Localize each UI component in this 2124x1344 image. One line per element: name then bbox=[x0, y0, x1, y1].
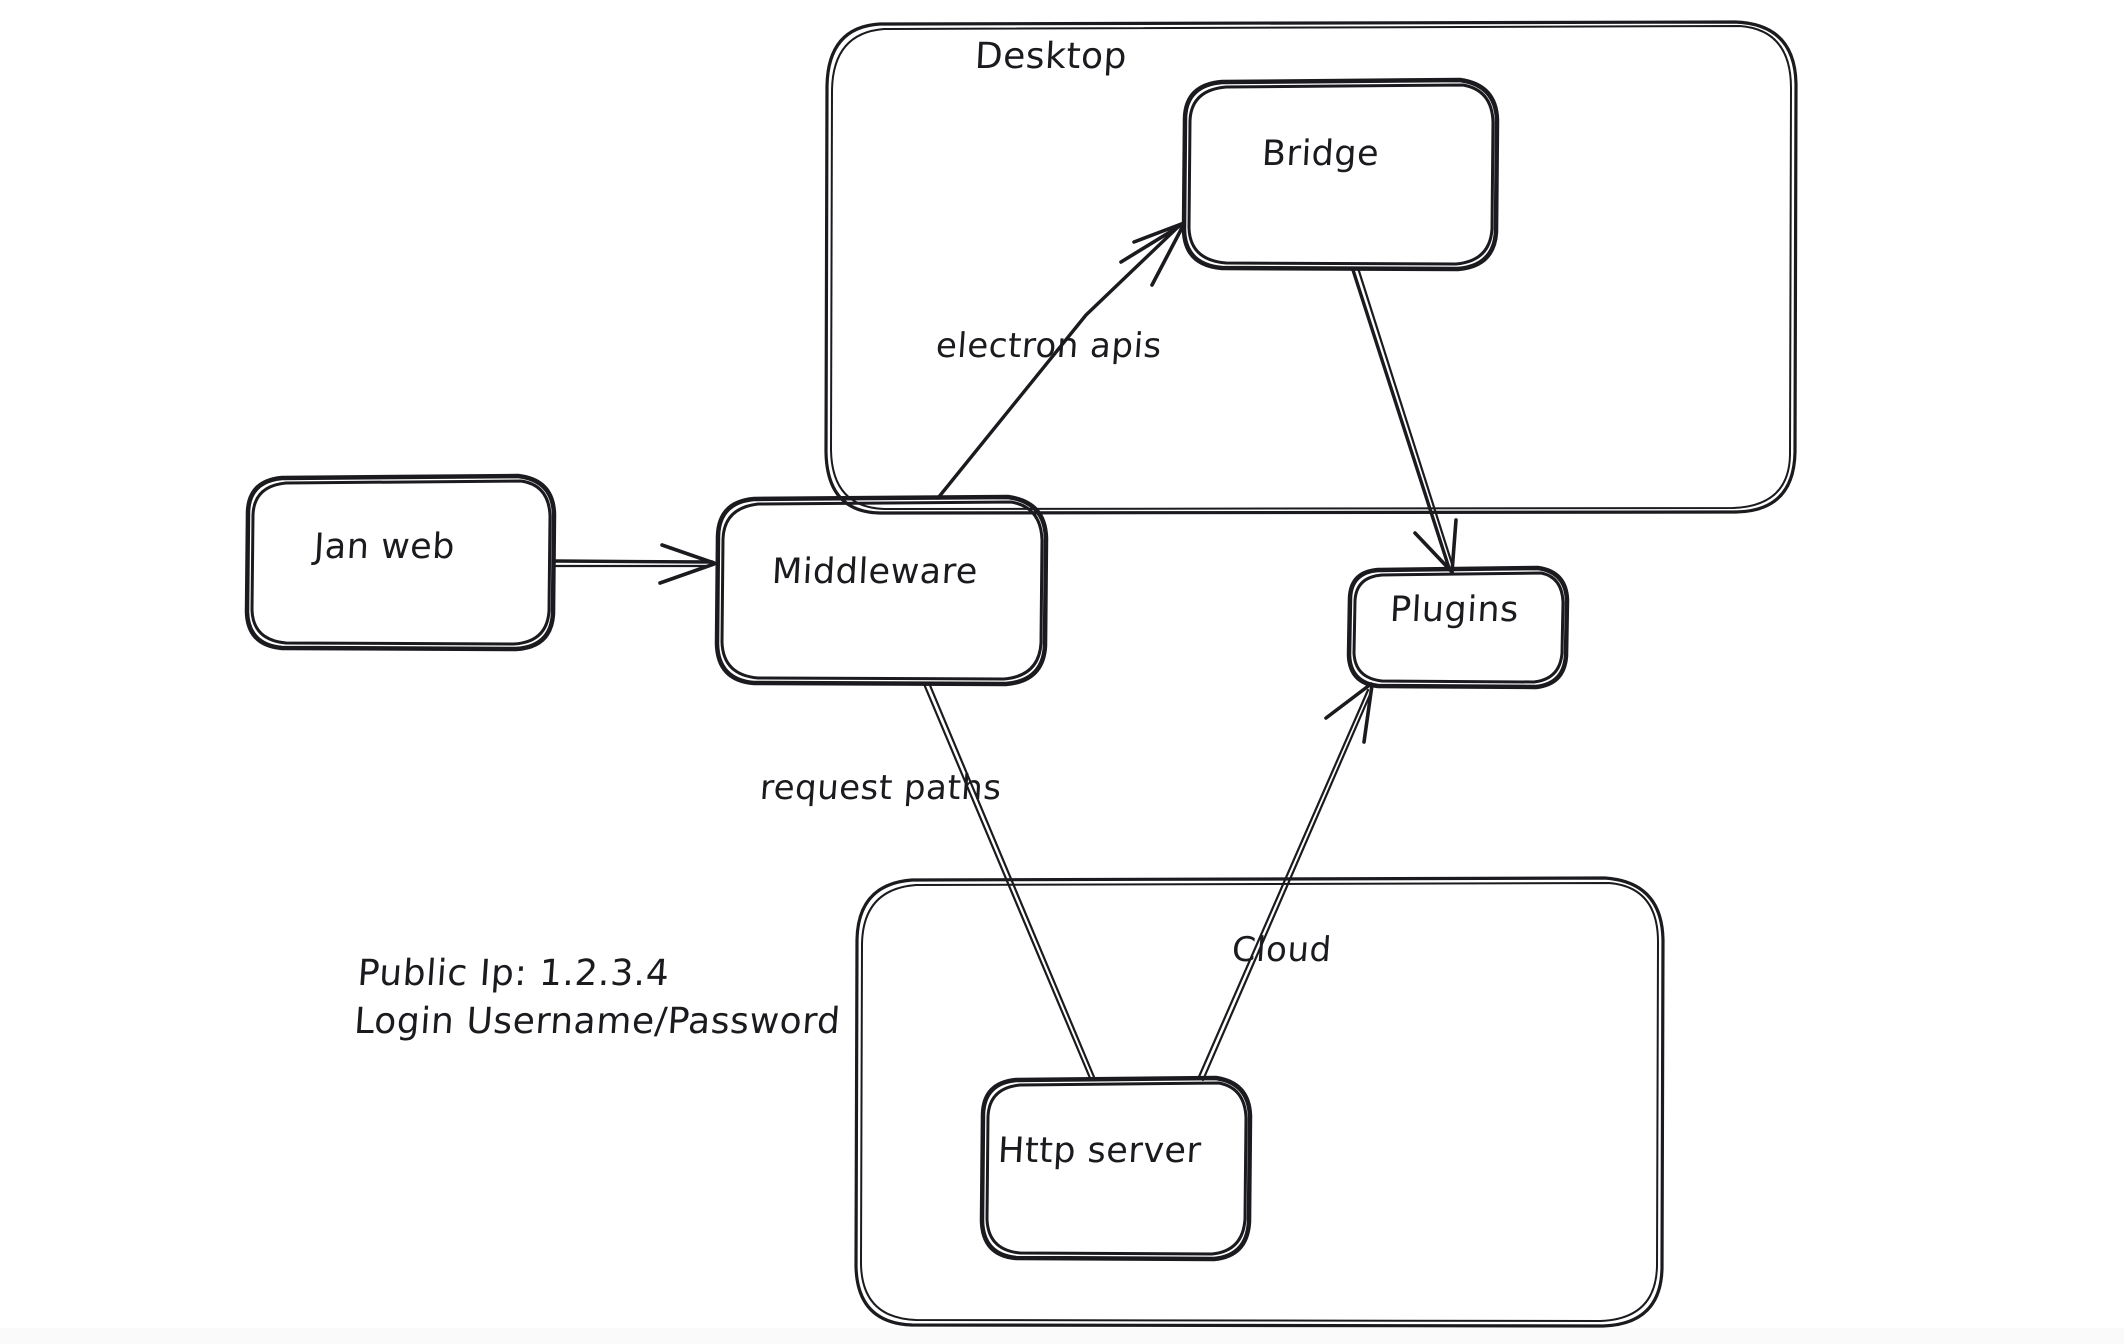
edge-middleware-to-httpserver bbox=[922, 681, 1096, 1080]
edge-httpserver-to-plugins bbox=[1196, 682, 1374, 1082]
node-bridge-outline[interactable] bbox=[1181, 77, 1500, 272]
note-line-public-ip: Public Ip: 1.2.3.4 bbox=[356, 953, 671, 994]
note-line-login: Login Username/Password bbox=[352, 1000, 842, 1042]
edge-bridge-to-plugins bbox=[1351, 266, 1458, 574]
node-jan-web-outline[interactable] bbox=[244, 473, 557, 652]
note-connection-details: Public Ip: 1.2.3.4 Login Username/Passwo… bbox=[353, 950, 846, 1045]
bottom-edge-band bbox=[0, 1328, 2124, 1344]
node-middleware-outline[interactable] bbox=[714, 494, 1049, 687]
edge-janweb-to-middleware bbox=[552, 543, 716, 585]
edge-middleware-to-bridge bbox=[936, 221, 1186, 500]
group-cloud-outline bbox=[854, 876, 1665, 1328]
group-desktop-outline bbox=[824, 20, 1798, 515]
node-http-server-outline[interactable] bbox=[979, 1075, 1253, 1262]
node-plugins-outline[interactable] bbox=[1346, 565, 1570, 690]
